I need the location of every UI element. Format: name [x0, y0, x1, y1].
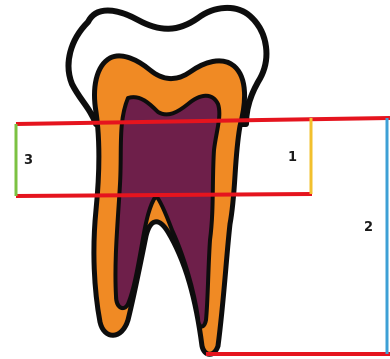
lower-reference-line — [16, 194, 312, 196]
measure-2-label: 2 — [364, 220, 373, 235]
measure-3-label: 3 — [24, 153, 33, 168]
measure-1-label: 1 — [288, 150, 297, 165]
